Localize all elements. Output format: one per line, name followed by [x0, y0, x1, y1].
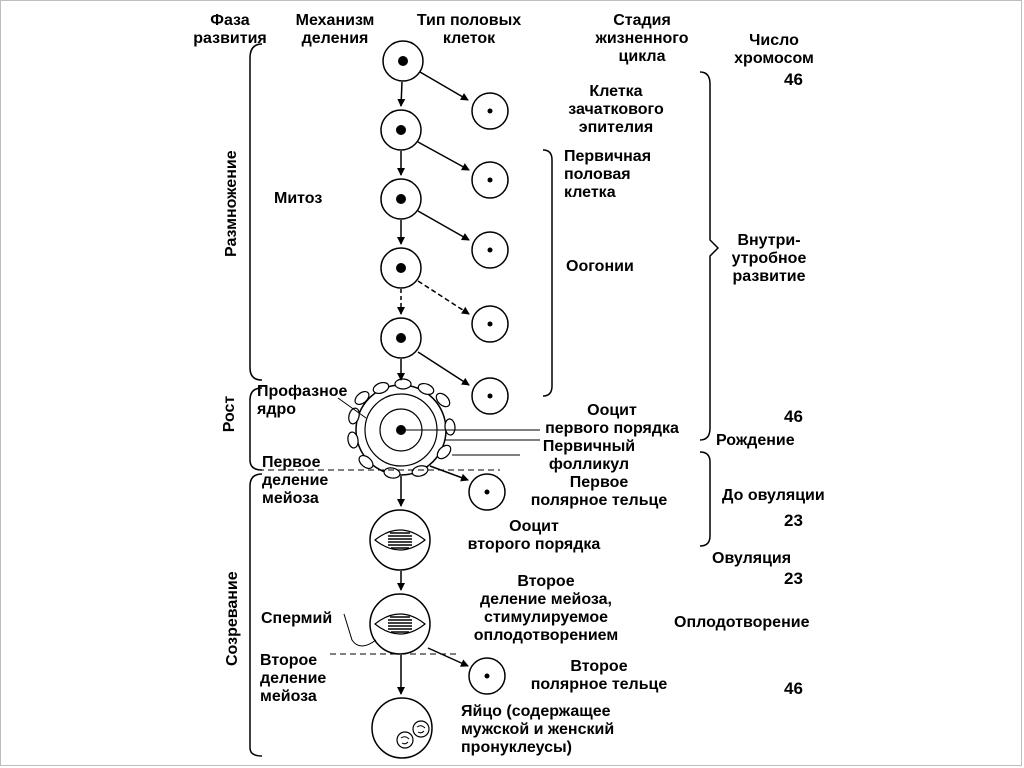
oogonium-cell-4 [471, 305, 509, 343]
label-egg: Яйцо (содержащее мужской и женский прону… [461, 703, 615, 756]
label-second-meiotic-division-stimulated: Второе деление мейоза, стимулируемое опл… [473, 573, 619, 644]
label-primary-follicle: Первичный фолликул [542, 438, 636, 473]
primary-follicle-cell [347, 378, 456, 479]
bracket-maturation [249, 473, 263, 757]
header-phase: Фаза развития [193, 12, 267, 47]
chromosomes-start: 46 [784, 70, 803, 89]
first-polar-body-cell [468, 473, 506, 511]
cell-mitosis-2 [380, 178, 422, 220]
label-second-meiotic-division: Второе деление мейоза [260, 652, 327, 705]
oogonium-cell-2 [471, 161, 509, 199]
label-second-polar-body: Второе полярное тельце [530, 658, 668, 693]
diagonal-arrows [417, 71, 470, 667]
label-oogonia: Оогонии [566, 258, 634, 275]
bracket-before-ovulation [699, 451, 711, 547]
label-secondary-oocyte: Ооцит второго порядка [467, 518, 601, 553]
egg-cell [371, 697, 433, 759]
phase-growth: Рост [221, 395, 238, 433]
cell-mitosis-3 [380, 247, 422, 289]
header-mechanism: Механизм деления [295, 12, 375, 47]
fertilized-oocyte-cell [369, 593, 431, 655]
label-primary-oocyte: Ооцит первого порядка [545, 402, 679, 437]
stage-birth: Рождение [716, 432, 795, 449]
chromosomes-birth: 46 [784, 407, 803, 426]
cell-mitosis-4 [380, 317, 422, 359]
second-polar-body-cell [468, 657, 506, 695]
label-first-meiotic-division: Первое деление мейоза [262, 454, 329, 507]
label-mitosis: Митоз [274, 190, 323, 207]
bracket-reproduction [249, 43, 263, 381]
oogonium-cell-1 [471, 92, 509, 130]
label-primordial-germ-cell: Первичная половая клетка [564, 148, 652, 201]
vertical-arrows [397, 81, 406, 695]
chromosomes-before-ovulation: 23 [784, 511, 803, 530]
cell-germinal-epithelium [382, 40, 424, 82]
chromosomes-fertilization: 46 [784, 679, 803, 698]
oogonium-cell-5 [471, 377, 509, 415]
label-sperm: Спермий [261, 610, 333, 627]
secondary-oocyte-cell [369, 509, 431, 571]
stage-fertilization: Оплодотворение [674, 614, 810, 631]
label-first-polar-body: Первое полярное тельце [530, 474, 668, 509]
stage-ovulation: Овуляция [712, 550, 792, 567]
chromosomes-ovulation: 23 [784, 569, 803, 588]
oogonium-cell-3 [471, 231, 509, 269]
label-prophase-nucleus: Профазное ядро [257, 383, 348, 418]
bracket-intrauterine [699, 71, 720, 441]
pointer-lines [337, 397, 540, 647]
header-stage: Стадия жизненного цикла [595, 12, 689, 65]
stage-intrauterine: Внутри- утробное развитие [731, 232, 807, 285]
phase-reproduction: Размножение [223, 150, 240, 257]
header-chromosomes: Число хромосом [734, 32, 814, 67]
stage-before-ovulation: До овуляции [722, 487, 825, 504]
label-germinal-epithelium: Клетка зачаткового эпителия [568, 83, 664, 136]
header-cell-type: Тип половых клеток [416, 12, 522, 47]
bracket-oogonia [542, 149, 553, 397]
cell-mitosis-1 [380, 109, 422, 151]
bracket-growth [249, 387, 263, 471]
phase-maturation: Созревание [224, 571, 241, 666]
